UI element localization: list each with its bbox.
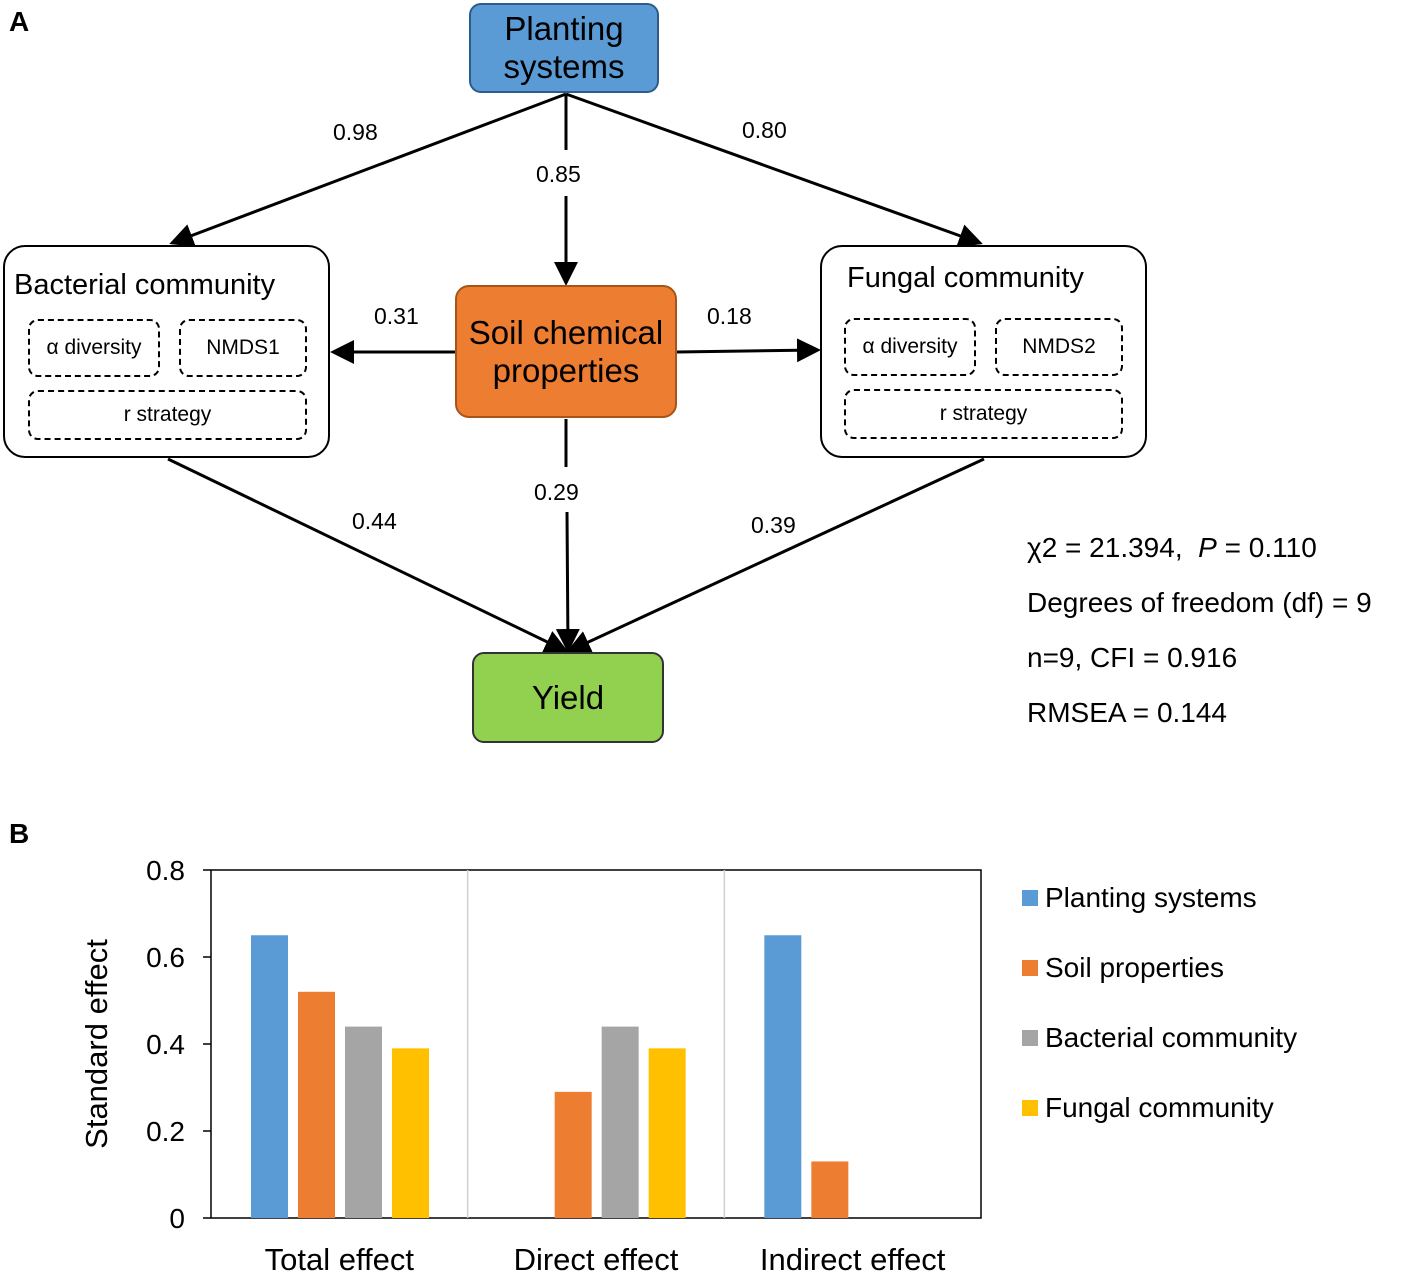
y-tick-label: 0 <box>169 1203 185 1234</box>
bar-fungal <box>648 1048 686 1218</box>
arrow-bacterial-yield <box>167 457 569 653</box>
planting-systems-node: Planting systems <box>469 3 659 93</box>
fit-rmsea: RMSEA = 0.144 <box>1027 697 1228 728</box>
coef-soil-yield: 0.29 <box>534 479 579 505</box>
y-tick-label: 0.4 <box>146 1029 185 1060</box>
coef-planting-soil: 0.85 <box>536 161 581 187</box>
arrow-fungal-yield <box>566 457 985 654</box>
fit-chi-square: χ2 = 21.394, P = 0.110 <box>1027 532 1317 564</box>
yield-node: Yield <box>472 652 664 743</box>
bacterial-alpha-diversity: α diversity <box>28 319 160 377</box>
fungal-r-strategy: r strategy <box>844 389 1123 439</box>
x-category-label: Indirect effect <box>760 1242 946 1274</box>
coef-bacterial-yield: 0.44 <box>352 508 397 534</box>
bacterial-nmds1: NMDS1 <box>179 319 307 377</box>
y-axis-label: Standard effect <box>79 939 114 1149</box>
bar-planting <box>764 935 802 1218</box>
fungal-community-title: Fungal community <box>847 262 1084 294</box>
coef-soil-bacterial: 0.31 <box>374 303 419 329</box>
coef-planting-fungal: 0.80 <box>742 117 787 143</box>
bacterial-community-node: Bacterial community α diversity NMDS1 r … <box>3 245 330 458</box>
legend-label-bacterial: Bacterial community <box>1045 1022 1298 1053</box>
arrow-soil-fungal <box>676 338 821 363</box>
path-arrows <box>167 92 985 654</box>
legend-swatch-bacterial <box>1022 1030 1038 1046</box>
fit-chi-prefix: χ2 = 21.394, <box>1027 532 1183 563</box>
fit-p-label: P <box>1198 532 1217 563</box>
fit-p-value: = 0.110 <box>1216 532 1317 563</box>
bar-soil <box>298 991 335 1218</box>
legend-item-bacterial: Bacterial community <box>1022 1020 1297 1056</box>
bar-bacterial <box>345 1026 382 1218</box>
bacterial-r-strategy: r strategy <box>28 390 307 440</box>
bar-planting <box>251 935 288 1218</box>
coef-fungal-yield: 0.39 <box>751 512 796 538</box>
fit-degrees-of-freedom: Degrees of freedom (df) = 9 <box>1027 587 1372 618</box>
y-tick-label: 0.6 <box>146 942 185 973</box>
legend-item-soil: Soil properties <box>1022 950 1224 986</box>
bar-soil <box>811 1161 849 1218</box>
x-category-label: Direct effect <box>514 1242 679 1274</box>
bacterial-community-title: Bacterial community <box>14 269 276 301</box>
x-category-label: Total effect <box>265 1242 415 1274</box>
legend-item-fungal: Fungal community <box>1022 1090 1274 1126</box>
fungal-nmds2: NMDS2 <box>995 318 1123 376</box>
coef-soil-fungal: 0.18 <box>707 303 752 329</box>
bar-bacterial <box>601 1026 639 1218</box>
y-tick-label: 0.2 <box>146 1116 185 1147</box>
panel-a-letter: A <box>9 6 30 37</box>
soil-properties-node: Soil chemical properties <box>455 285 677 418</box>
bar-fungal <box>392 1048 429 1218</box>
legend-label-fungal: Fungal community <box>1045 1092 1274 1123</box>
arrow-planting-fungal <box>565 92 983 248</box>
fungal-alpha-diversity: α diversity <box>844 318 976 376</box>
legend-label-planting: Planting systems <box>1045 882 1257 913</box>
bar-soil <box>554 1091 592 1218</box>
fit-n-cfi: n=9, CFI = 0.916 <box>1027 642 1238 673</box>
fungal-community-node: Fungal community α diversity NMDS2 r str… <box>820 245 1147 458</box>
arrow-planting-bacterial <box>169 92 567 247</box>
legend-label-soil: Soil properties <box>1045 952 1224 983</box>
panel-b-letter: B <box>9 818 30 849</box>
legend-swatch-soil <box>1022 960 1038 976</box>
legend-swatch-planting <box>1022 890 1038 906</box>
coef-planting-bacterial: 0.98 <box>333 119 378 145</box>
legend-swatch-fungal <box>1022 1100 1038 1116</box>
y-tick-label: 0.8 <box>146 855 185 886</box>
legend-item-planting: Planting systems <box>1022 880 1257 916</box>
arrow-soil-yield <box>555 511 580 653</box>
